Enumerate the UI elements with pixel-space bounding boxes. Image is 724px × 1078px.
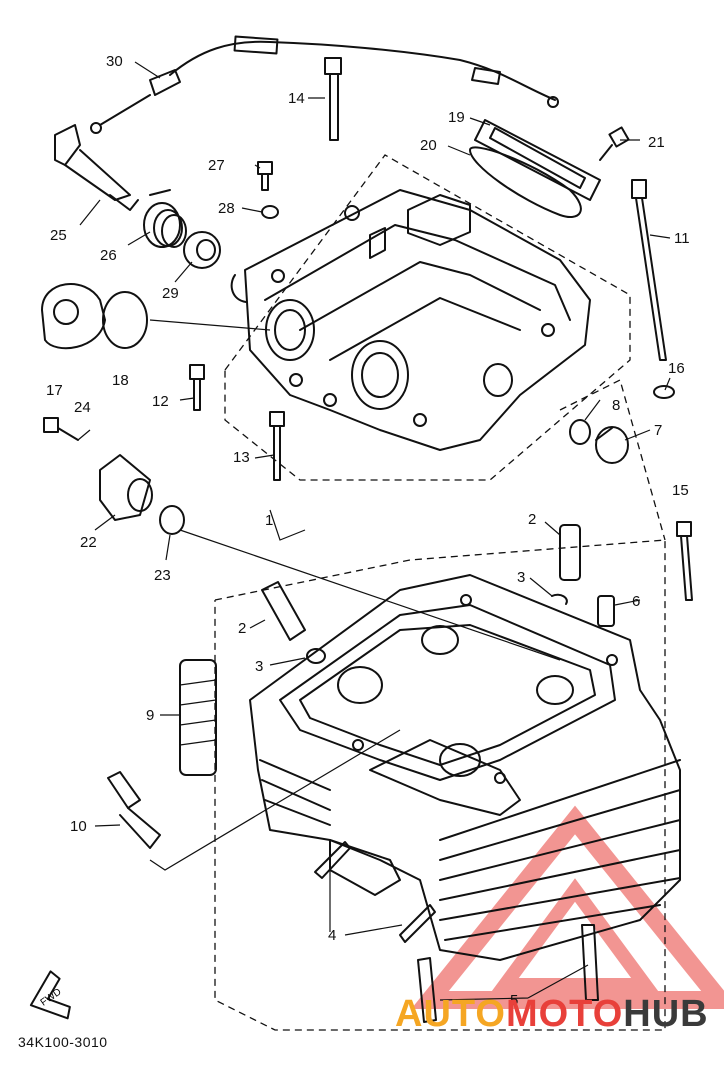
bolt-14 — [324, 57, 342, 141]
callout-9: 9 — [146, 707, 154, 724]
spark-plug-10 — [107, 771, 161, 849]
callout-15: 15 — [672, 482, 689, 499]
callout-21: 21 — [648, 134, 665, 151]
callout-29: 29 — [162, 285, 179, 302]
clip-3a — [551, 593, 568, 605]
bolt-12 — [189, 364, 205, 411]
callout-19: 19 — [448, 109, 465, 126]
plug-7 — [595, 426, 629, 464]
callout-7: 7 — [654, 422, 662, 439]
watermark-logo: AUTOMOTOHUB — [395, 993, 709, 1036]
callout-5: 5 — [510, 992, 518, 1009]
screw-21 — [599, 126, 630, 161]
callout-2b: 2 — [238, 620, 246, 637]
callout-16: 16 — [668, 360, 685, 377]
gasket-20 — [469, 146, 582, 218]
callout-4: 4 — [328, 927, 336, 944]
oil-seal — [183, 231, 221, 269]
callout-1: 1 — [265, 512, 273, 529]
callout-13: 13 — [233, 449, 250, 466]
callout-30: 30 — [106, 53, 123, 70]
callout-3a: 3 — [517, 569, 525, 586]
valve-guide-2b — [261, 581, 306, 641]
lever-shaft — [54, 124, 139, 211]
callout-25: 25 — [50, 227, 67, 244]
washer-16 — [653, 385, 675, 399]
callout-8: 8 — [612, 397, 620, 414]
stud-4b — [399, 904, 436, 943]
dowel-6 — [597, 595, 615, 627]
callout-22: 22 — [80, 534, 97, 551]
cover-plate-19 — [474, 119, 601, 201]
watermark-hub: HUB — [623, 993, 709, 1035]
callout-24: 24 — [74, 399, 91, 416]
diagram-code: 34K100-3010 — [18, 1034, 108, 1050]
stud-15 — [676, 521, 693, 601]
callout-6: 6 — [632, 593, 640, 610]
callout-3b: 3 — [255, 658, 263, 675]
cap-17 — [41, 283, 106, 350]
o-ring-18 — [102, 291, 148, 349]
watermark-moto: MOTO — [505, 993, 624, 1035]
breather-22 — [99, 454, 153, 521]
bolt-13 — [269, 411, 285, 481]
callout-10: 10 — [70, 818, 87, 835]
return-spring — [143, 189, 187, 248]
callout-12: 12 — [152, 393, 169, 410]
stud-5b — [581, 924, 599, 1001]
washer-28 — [261, 205, 279, 219]
bolt-27 — [257, 161, 273, 191]
stud-5a — [417, 957, 437, 1023]
long-bolt-11 — [631, 179, 667, 361]
stud-4a — [314, 841, 351, 879]
fwd-arrow: FWD — [29, 970, 71, 1020]
callout-20: 20 — [420, 137, 437, 154]
callout-18: 18 — [112, 372, 129, 389]
clip-3b — [306, 648, 326, 664]
throttle-cable — [90, 35, 559, 134]
callout-17: 17 — [46, 382, 63, 399]
cylinder-head-cover — [230, 189, 591, 451]
o-ring-23 — [159, 505, 185, 535]
watermark-auto: AUTO — [395, 993, 506, 1035]
callout-14: 14 — [288, 90, 305, 107]
callout-23: 23 — [154, 567, 171, 584]
callout-28: 28 — [218, 200, 235, 217]
leader-lines — [77, 61, 671, 1001]
callout-11: 11 — [674, 230, 690, 247]
cylinder-head — [249, 574, 681, 961]
callout-2a: 2 — [528, 511, 536, 528]
valve-guide-2a — [559, 524, 581, 581]
upper-assembly-outline — [224, 154, 631, 481]
o-ring-8 — [569, 419, 591, 445]
sleeve-9 — [179, 659, 217, 776]
screw-24 — [43, 417, 79, 441]
callout-26: 26 — [100, 247, 117, 264]
callout-27: 27 — [208, 157, 225, 174]
callout-labels: 30 14 19 21 20 27 28 25 26 29 11 17 18 1… — [46, 53, 690, 1009]
fwd-label: FWD — [39, 987, 64, 1009]
